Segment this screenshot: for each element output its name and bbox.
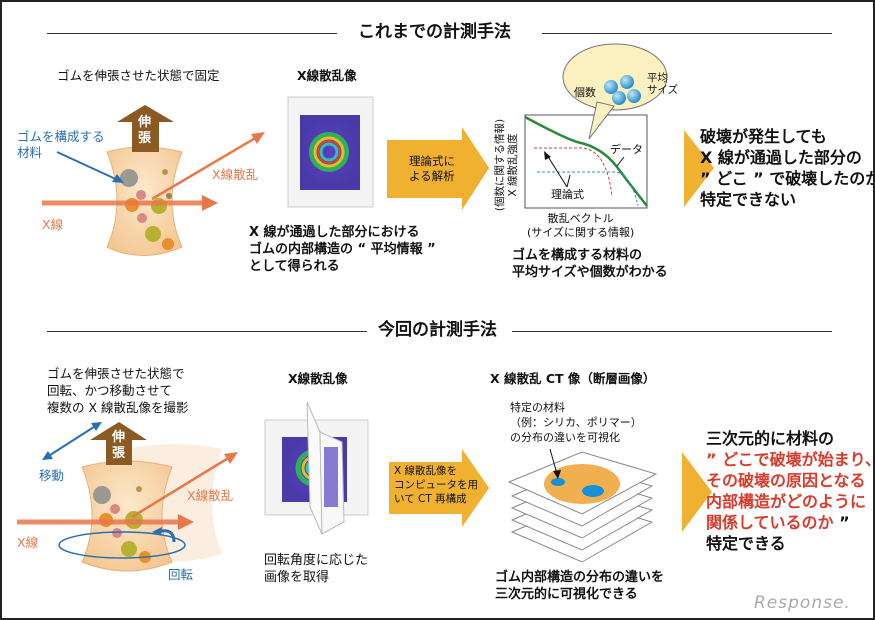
scatter-beam xyxy=(151,135,258,201)
analysis-arrow xyxy=(387,127,489,210)
scattering-chart xyxy=(524,43,668,209)
conclusion-quote-end: ” xyxy=(833,513,850,532)
conclusion-highlight: ” どこで破壊が始まり、 その破壊の原因となる 内部構造がどのように 関係してい… xyxy=(706,450,875,532)
scatter-label-bottom: X線散乱 xyxy=(187,488,234,503)
xray-label-bottom: X線 xyxy=(17,535,39,550)
xray-label: X線 xyxy=(42,217,64,232)
section-title-new: 今回の計測手法 xyxy=(378,320,497,340)
divider xyxy=(47,33,337,34)
reconstruct-box-label: X 線散乱像を コンピュータを用 いて CT 再構成 xyxy=(394,465,478,505)
theory-curve-2 xyxy=(537,171,639,207)
reconstruct-arrow xyxy=(389,449,489,527)
divider xyxy=(542,33,832,34)
ct-caption: ゴム内部構造の分布の違いを 三次元的に可視化できる xyxy=(495,570,665,602)
callout-bubble xyxy=(562,43,668,111)
scatter-image-caption-bottom: 回転角度に応じた 画像を取得 xyxy=(264,553,369,585)
scatter-image-caption: X 線が通過した部分における ゴムの内部構造の “ 平均情報 ” として得られる xyxy=(249,225,436,274)
stretch-arrow xyxy=(117,105,174,152)
setup-caption-new: ゴムを伸張させた状態で 回転、かつ移動させて 複数の X 線散乱像を撮影 xyxy=(47,366,189,415)
scatter-label: X線散乱 xyxy=(212,167,259,182)
analysis-box-label: 理論式に よる解析 xyxy=(409,154,455,183)
theory-curve-1 xyxy=(534,147,613,198)
scatter-image-title-bottom: X線散乱像 xyxy=(288,371,348,386)
conclusion-chevron-bottom xyxy=(682,452,712,532)
chart-xlabel: 散乱ベクトル (サイズに関する情報) xyxy=(527,212,635,239)
rubber-sample-bottom xyxy=(81,444,222,572)
chart-caption: ゴムを構成する材料の 平均サイズや個数がわかる xyxy=(512,248,668,280)
divider xyxy=(512,331,832,332)
setup-caption: ゴムを伸張させた状態で固定 xyxy=(57,68,220,83)
ct-title: X 線散乱 CT 像（断層画像） xyxy=(490,371,656,386)
data-label: データ xyxy=(610,143,643,156)
chart-ylabel: (個数に関する情報) X 線散乱強度 xyxy=(494,118,519,212)
conclusion-last: 特定できる xyxy=(706,534,786,553)
material-label: ゴムを構成する 材料 xyxy=(17,129,105,160)
ct-note: 特定の材料 （例：シリカ、ポリマー） の分布の違いを可視化 xyxy=(510,401,642,444)
conclusion-chevron-top xyxy=(684,130,714,207)
rotate-arrow xyxy=(58,531,186,559)
section-title-previous: これまでの計測手法 xyxy=(358,22,511,42)
rotate-label: 回転 xyxy=(168,567,194,582)
ct-slices xyxy=(507,448,658,563)
stretch-label-bottom: 伸 張 xyxy=(112,430,126,461)
scatter-image-top xyxy=(287,96,374,208)
watermark-logo: Response. xyxy=(754,593,851,613)
bubble-size-label: 平均 サイズ xyxy=(647,72,679,96)
divider xyxy=(47,331,367,332)
conclusion-previous: 破壊が発生しても X 線が通過した部分の ” どこ ” で破壊したのか 特定でき… xyxy=(700,127,875,209)
scatter-image-stack xyxy=(264,401,369,535)
bubble-count-label: 個数 xyxy=(574,86,596,99)
scatter-image-title: X線散乱像 xyxy=(297,68,357,83)
stretch-arrow-bottom xyxy=(90,422,147,465)
move-label: 移動 xyxy=(39,468,65,483)
conclusion-new: 三次元的に材料の ” どこで破壊が始まり、 その破壊の原因となる 内部構造がどのよ… xyxy=(706,428,875,554)
move-arrow xyxy=(46,424,98,458)
stretch-label: 伸 張 xyxy=(138,115,152,146)
conclusion-line1: 三次元的に材料の xyxy=(706,429,835,448)
theory-label: 理論式 xyxy=(551,188,584,201)
